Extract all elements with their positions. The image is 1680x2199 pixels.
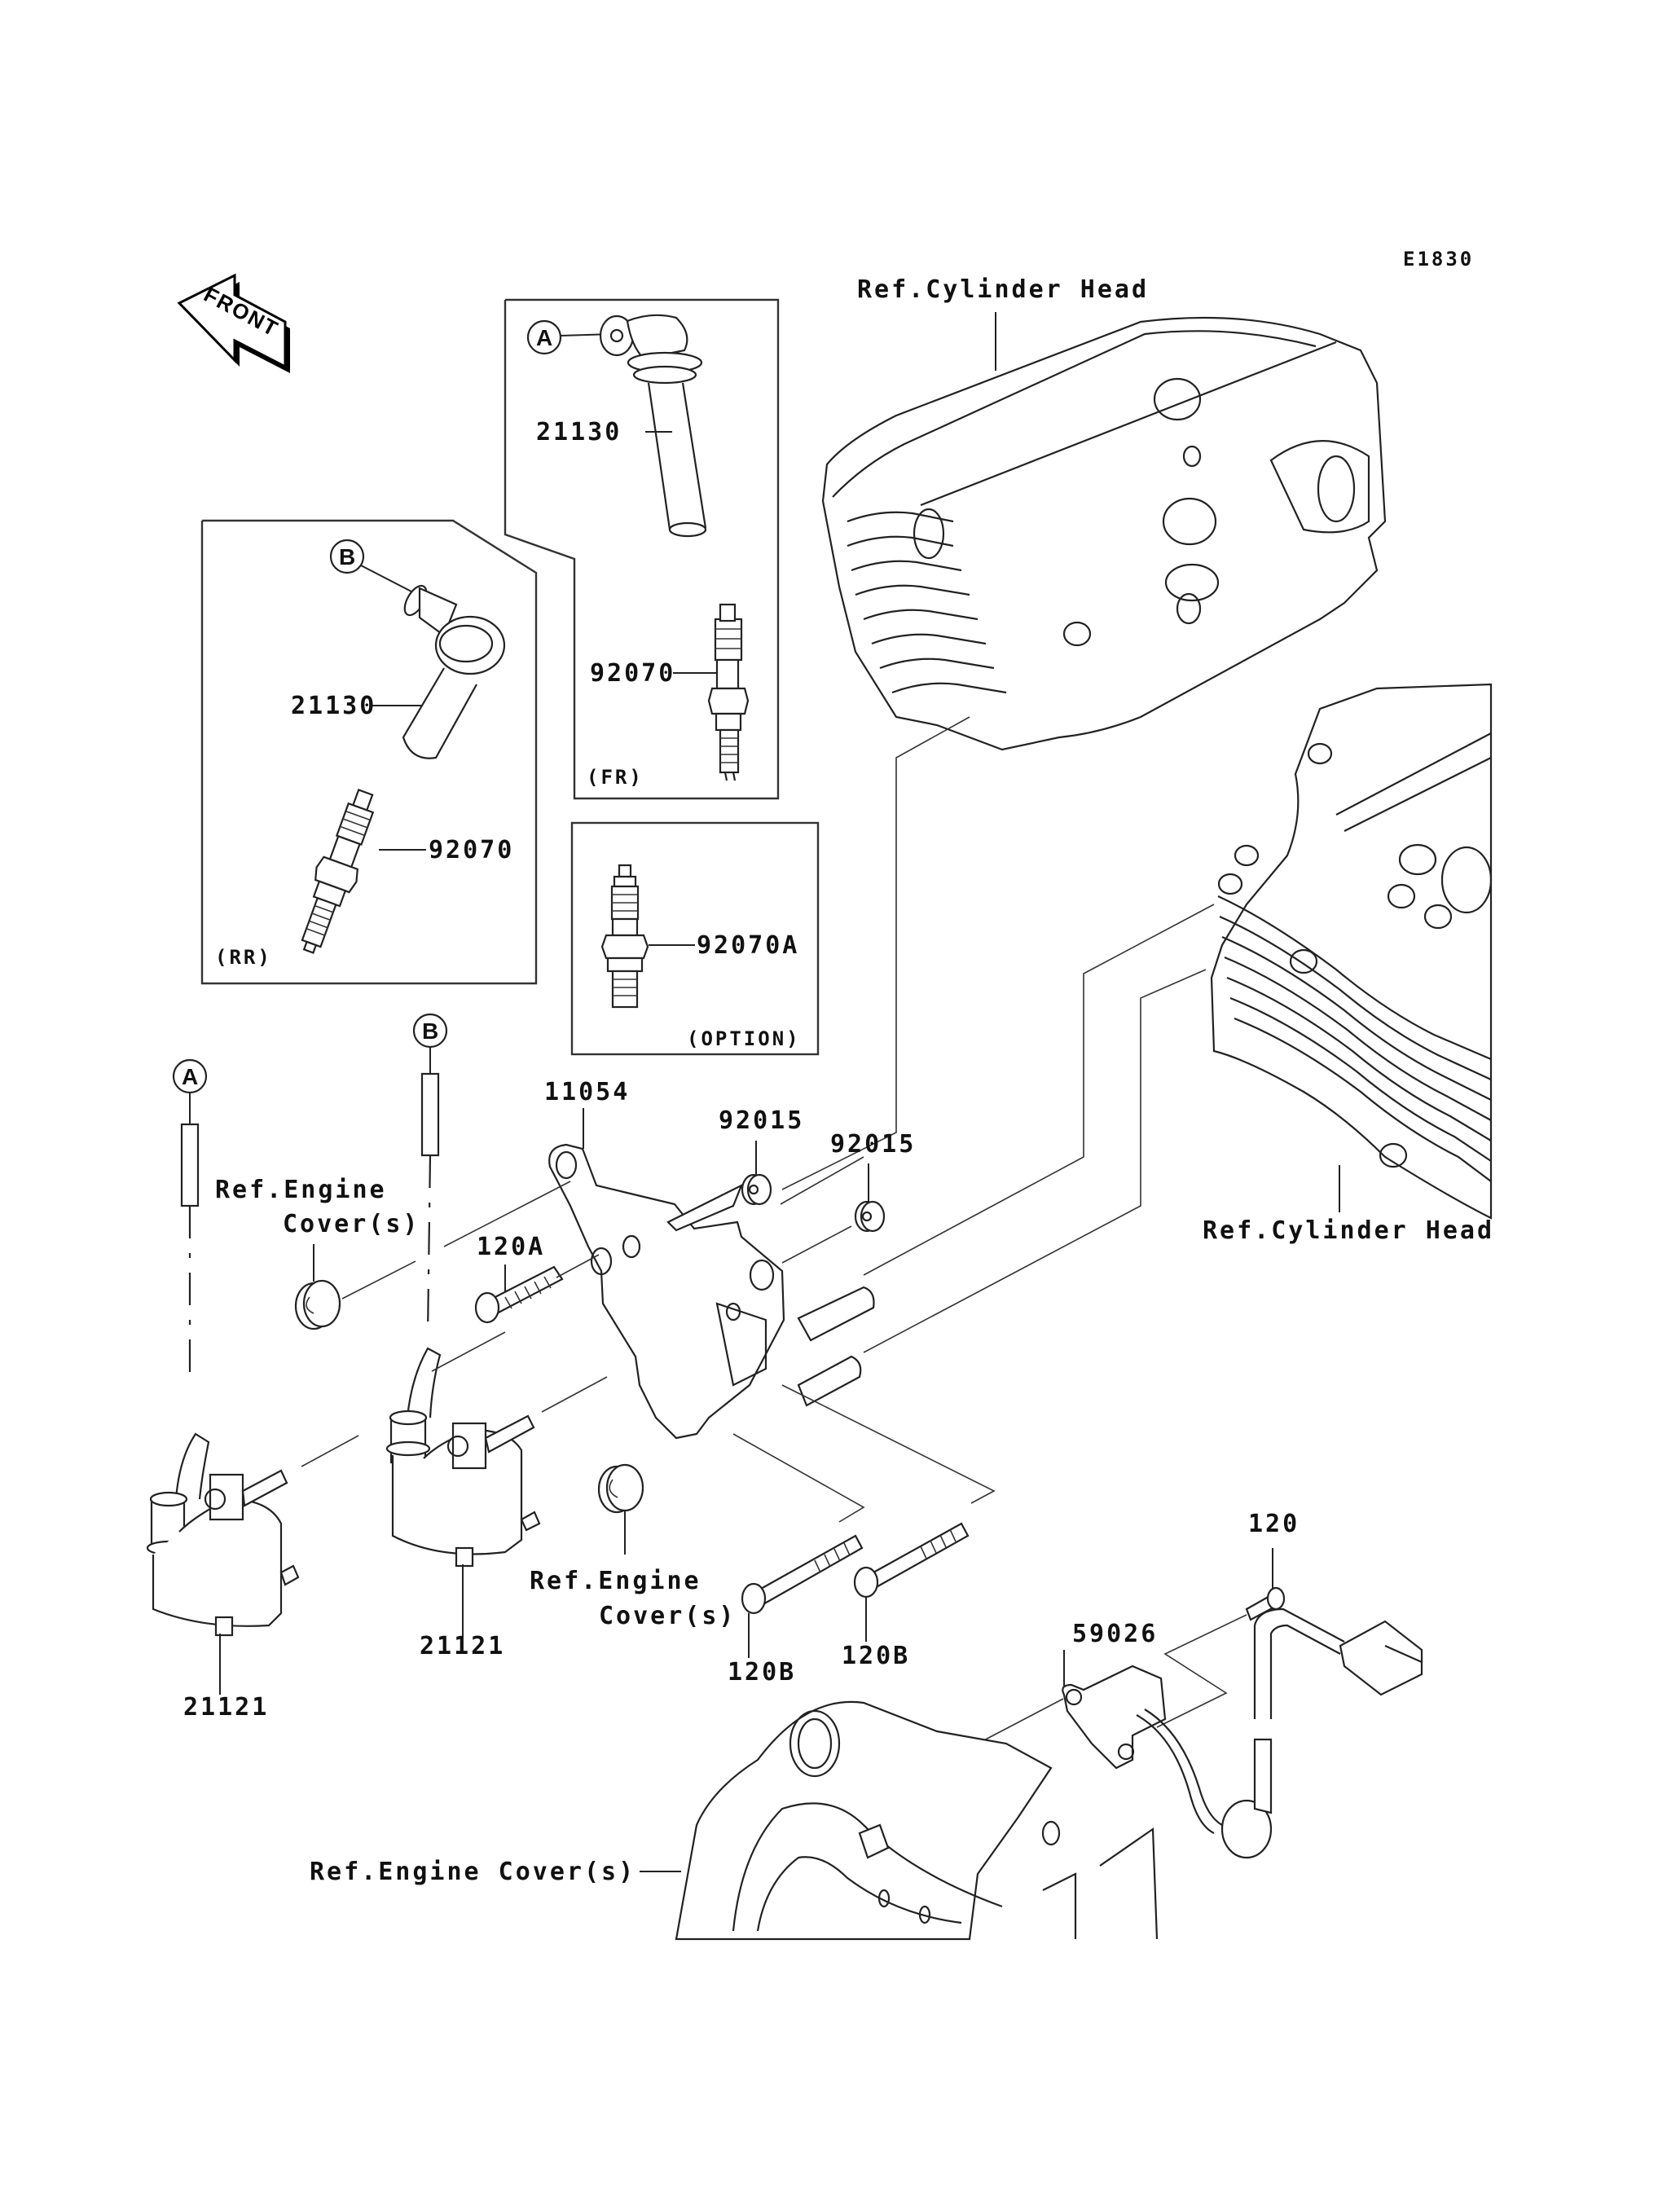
ref-engine-cover-mid-line1: Ref.Engine — [530, 1567, 701, 1595]
callout-b-label: B — [339, 544, 355, 570]
part-number-21130-fr: 21130 — [536, 418, 622, 446]
rr-box: B 21130 92070 (RR) — [200, 519, 538, 985]
bracket-11054 — [548, 1143, 875, 1440]
spark-plug-cap-rr — [402, 584, 506, 759]
part-number-21121-left: 21121 — [183, 1693, 269, 1722]
bolt-120b-2 — [853, 1522, 970, 1599]
spark-plug-rr — [301, 789, 375, 954]
engine-cover-bottom — [675, 1700, 1159, 1941]
bolt-120 — [1245, 1586, 1286, 1621]
cylinder-head-lower — [1210, 683, 1493, 1220]
part-number-92070-rr: 92070 — [429, 836, 514, 864]
part-number-120: 120 — [1248, 1510, 1300, 1538]
callout-b-rr — [329, 539, 365, 574]
part-number-92015-1: 92015 — [719, 1106, 804, 1135]
part-number-92070-fr: 92070 — [590, 659, 675, 688]
diagram-code: E1830 — [1403, 248, 1474, 270]
spark-plug-cap-fr — [599, 314, 707, 538]
ref-cylinder-head-top: Ref.Cylinder Head — [857, 275, 1149, 304]
sensor-59026 — [1062, 1607, 1423, 1859]
ref-engine-cover-upper-line2: Cover(s) — [283, 1210, 420, 1238]
ref-cylinder-head-right: Ref.Cylinder Head — [1203, 1216, 1494, 1245]
front-direction-arrow-icon: FRONT — [177, 273, 290, 373]
option-box: 92070A (OPTION) — [570, 821, 820, 1056]
ref-engine-cover-bottom: Ref.Engine Cover(s) — [310, 1858, 635, 1886]
bolt-120a — [474, 1265, 564, 1324]
part-number-92070a: 92070A — [697, 931, 799, 960]
bolt-120b-1 — [741, 1534, 864, 1615]
rr-variant-label: (RR) — [215, 946, 272, 969]
callout-a-coil-label: A — [182, 1064, 198, 1089]
ignition-coil-mid — [385, 1347, 541, 1568]
projection-lines — [781, 716, 1215, 1353]
callout-b-coil-label: B — [422, 1018, 438, 1044]
ignition-lead-b — [420, 1072, 440, 1157]
callout-a-fr — [526, 319, 562, 355]
spark-plug-option — [600, 864, 649, 1009]
part-number-120b-2: 120B — [842, 1642, 910, 1670]
part-number-11054: 11054 — [544, 1078, 630, 1106]
nut-92015-1 — [741, 1173, 772, 1206]
grommet-upper — [294, 1279, 341, 1330]
part-number-21121-mid: 21121 — [420, 1632, 505, 1660]
option-variant-label: (OPTION) — [687, 1027, 801, 1050]
part-number-59026: 59026 — [1072, 1620, 1158, 1648]
ignition-coil-left — [146, 1432, 300, 1637]
nut-92015-2 — [854, 1200, 886, 1233]
callout-a-label: A — [536, 325, 552, 350]
ignition-lead-a — [180, 1123, 200, 1207]
part-number-120a: 120A — [477, 1233, 545, 1261]
ref-engine-cover-mid-line2: Cover(s) — [599, 1602, 737, 1630]
part-number-21130-rr: 21130 — [291, 692, 376, 720]
part-number-92015-2: 92015 — [830, 1130, 916, 1159]
fr-box: A 21130 92070 (FR) — [504, 298, 780, 800]
fr-variant-label: (FR) — [587, 766, 644, 789]
grommet-mid — [597, 1463, 644, 1514]
part-number-120b-1: 120B — [728, 1658, 796, 1687]
ref-engine-cover-upper-line1: Ref.Engine — [215, 1176, 387, 1204]
cylinder-head-upper — [821, 316, 1387, 751]
spark-plug-fr — [707, 603, 750, 781]
